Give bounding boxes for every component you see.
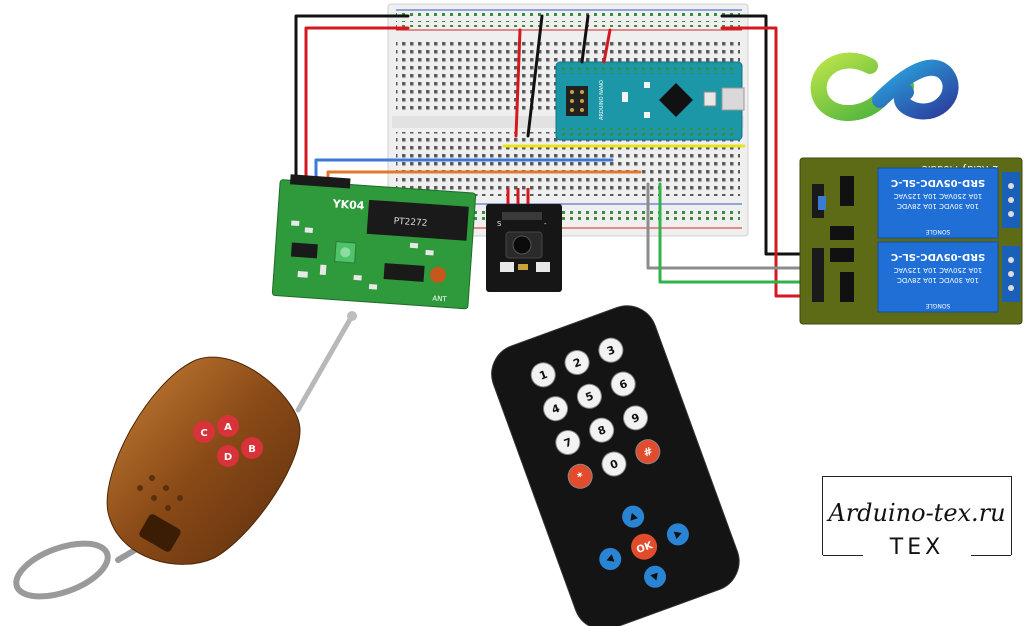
receiver-chip-label: PT2272	[393, 217, 427, 229]
wires	[294, 14, 820, 298]
brand-url[interactable]: Arduino-tex.ru	[828, 499, 1006, 527]
remote-key-label: 1	[538, 368, 550, 383]
relay-2: SRD-05VDC-SL-C 10A 250VAC 10A 125VAC 10A…	[877, 241, 999, 313]
remote-keypad: 1 2 3 4 5 6 7 8 9 * 0 #	[528, 335, 663, 492]
wire-gray-relay	[646, 182, 820, 270]
keyfob-button-c[interactable]: C	[193, 421, 215, 443]
relay-1-model: SRD-05VDC-SL-C	[891, 177, 985, 188]
wire-black-receiver	[294, 14, 410, 184]
remote-key-label: 7	[562, 436, 574, 451]
wire-black-jumper-2	[580, 14, 590, 64]
keyfob-button-b[interactable]: B	[241, 437, 263, 459]
keyfob-button-a[interactable]: A	[217, 415, 239, 437]
wire-green-relay	[658, 182, 820, 284]
ir-remote: 1 2 3 4 5 6 7 8 9 * 0 # OK	[491, 305, 740, 626]
keyfob-button-d[interactable]: D	[217, 445, 239, 467]
remote-dpad: OK	[599, 505, 689, 588]
arduino-board-label: ARDUINO NANO	[599, 80, 605, 120]
remote-key-star[interactable]: *	[565, 461, 596, 492]
wire-black-jumper-1	[526, 14, 544, 138]
remote-key-hash[interactable]: #	[632, 436, 663, 467]
relay-1: SRD-05VDC-SL-C 10A 250VAC 10A 125VAC 10A…	[877, 167, 999, 239]
ir-pin-label-s: S	[497, 220, 502, 228]
ir-pin-label-gnd: -	[544, 220, 547, 228]
remote-key-label: 9	[630, 411, 642, 426]
arrow-down-icon	[650, 572, 658, 581]
receiver-ant-label: ANT	[432, 294, 448, 303]
arrow-left-icon	[606, 554, 615, 562]
arrow-right-icon	[673, 531, 682, 540]
remote-ok-button[interactable]: OK	[627, 530, 660, 563]
relay-2-brand: SONGLE	[925, 302, 950, 309]
remote-key-label: 2	[571, 356, 583, 371]
relay-1-rating-1: 10A 250VAC 10A 125VAC	[894, 192, 983, 200]
remote-key-label: 5	[584, 389, 596, 404]
keyfob-label-c: C	[200, 428, 207, 439]
wire-red-jumper-2	[602, 28, 612, 64]
wire-red-relay	[720, 26, 820, 298]
wire-red-receiver	[304, 26, 410, 184]
rf-receiver-yk04: PT2272 YK04 ANT	[271, 174, 477, 310]
arrow-up-icon	[630, 512, 638, 521]
remote-key-0[interactable]: 0	[599, 449, 630, 480]
remote-key-5[interactable]: 5	[574, 381, 605, 412]
keyfob-label-b: B	[248, 444, 256, 455]
remote-key-label: 4	[550, 402, 562, 417]
relay-2-rating-1: 10A 250VAC 10A 125VAC	[894, 266, 983, 274]
remote-key-3[interactable]: 3	[596, 335, 627, 366]
relay-module: 2 Relay Module SRD-05VDC-SL-C 10A 250VAC…	[799, 157, 1023, 325]
brand-name: TEX	[889, 535, 945, 560]
remote-key-label: *	[575, 470, 585, 484]
brand-logo	[810, 52, 959, 121]
keyfob-label-a: A	[224, 422, 232, 433]
remote-key-6[interactable]: 6	[608, 369, 639, 400]
ir-sensor-module: S -	[486, 188, 562, 292]
receiver-name-label: YK04	[331, 197, 365, 212]
remote-key-label: 0	[608, 457, 620, 472]
remote-key-1[interactable]: 1	[528, 359, 559, 390]
remote-key-2[interactable]: 2	[562, 347, 593, 378]
keyfob-label-d: D	[224, 452, 232, 463]
remote-key-label: 6	[618, 377, 630, 392]
relay-1-rating-2: 10A 30VDC 10A 28VDC	[897, 202, 979, 210]
remote-key-label: 3	[605, 343, 617, 358]
relay-2-rating-2: 10A 30VDC 10A 28VDC	[897, 276, 979, 284]
brand-underline-right	[971, 555, 1011, 556]
wire-red-jumper-1	[514, 28, 522, 138]
remote-key-7[interactable]: 7	[552, 427, 583, 458]
wire-black-relay	[720, 14, 820, 256]
remote-key-8[interactable]: 8	[586, 415, 617, 446]
relay-2-model: SRD-05VDC-SL-C	[891, 251, 985, 262]
remote-key-label: #	[641, 444, 654, 459]
wire-blue-signal	[314, 158, 614, 184]
brand-box: Arduino-tex.ru TEX	[822, 476, 1012, 560]
remote-key-9[interactable]: 9	[620, 402, 651, 433]
arduino-nano: ARDUINO NANO	[555, 61, 745, 141]
rf-keyfob: A B C D	[13, 311, 357, 600]
remote-key-4[interactable]: 4	[540, 393, 571, 424]
remote-key-label: 8	[596, 423, 608, 438]
brand-underline-left	[823, 555, 863, 556]
relay-1-brand: SONGLE	[925, 228, 950, 235]
